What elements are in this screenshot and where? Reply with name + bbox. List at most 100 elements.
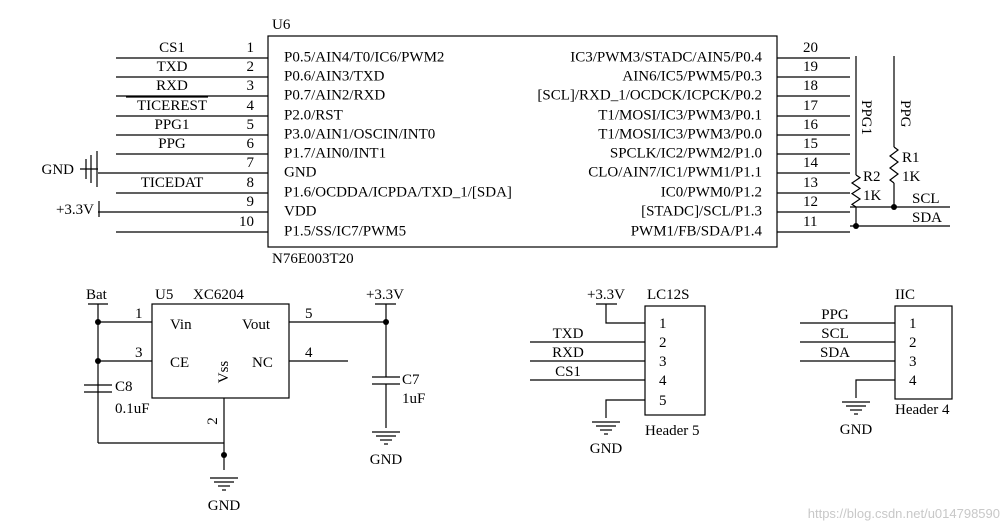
u6-pin-number: 11	[803, 214, 817, 230]
u6-pin-name: VDD	[284, 203, 317, 219]
u6-pin-number: 12	[803, 194, 818, 210]
u6-pin-name: [SCL]/RXD_1/OCDCK/ICPCK/P0.2	[537, 87, 762, 103]
c7-refdes: C7	[402, 372, 420, 388]
u5-part-name: XC6204	[193, 287, 244, 303]
iic-refdes: IIC	[895, 287, 915, 303]
u5-pin-vss: Vss	[216, 361, 232, 384]
u6-pin-name: P3.0/AIN1/OSCIN/INT0	[284, 126, 435, 142]
r1-refdes: R1	[902, 150, 920, 166]
ground-symbol	[842, 401, 870, 415]
net-label: CS1	[159, 40, 185, 56]
u5-pin-number: 5	[305, 306, 313, 322]
watermark-text: https://blog.csdn.net/u014798590	[808, 506, 1000, 521]
net-label: PPG	[158, 136, 186, 152]
net-label: RXD	[552, 345, 584, 361]
u6-pin-name: P1.5/SS/IC7/PWM5	[284, 223, 406, 239]
u5-pin-number: 2	[205, 417, 221, 425]
u6-pin-name: GND	[284, 164, 317, 180]
u6-pin-name: P2.0/RST	[284, 107, 343, 123]
net-label: RXD	[156, 78, 188, 94]
ground-symbol	[210, 477, 238, 491]
u6-part-name: N76E003T20	[272, 251, 354, 267]
gnd-label: GND	[208, 498, 241, 514]
sda-net-label: SDA	[912, 210, 942, 226]
lc12s-supply-label: +3.3V	[587, 287, 625, 303]
u5-pin-nc: NC	[252, 355, 273, 371]
u6-pin-number: 3	[247, 78, 255, 94]
c7-capacitor	[372, 376, 400, 385]
net-label: TICEREST	[137, 98, 207, 114]
u6-pin-number: 16	[803, 117, 819, 133]
r2-value: 1K	[863, 188, 882, 204]
u6-pin-number: 20	[803, 40, 818, 56]
r1-value: 1K	[902, 169, 921, 185]
u6-pin-number: 9	[247, 194, 255, 210]
u6-pin-name: T1/MOSI/IC3/PWM3/P0.1	[598, 107, 762, 123]
header-pin-number: 4	[659, 373, 667, 389]
u6-pin-number: 8	[247, 175, 255, 191]
lc12s-pin1-wire	[605, 304, 645, 324]
u6-pin-number: 1	[247, 40, 255, 56]
net-label: TXD	[157, 59, 188, 75]
resistor-zigzag	[850, 174, 862, 208]
u6-gnd-label: GND	[42, 162, 75, 178]
header-pin-number: 1	[909, 316, 917, 332]
net-label: PPG	[821, 307, 849, 323]
iic-header-body	[894, 305, 953, 400]
c7-value: 1uF	[402, 391, 425, 407]
u6-pin-number: 15	[803, 136, 818, 152]
gnd-label: GND	[840, 422, 873, 438]
r1-resistor	[889, 146, 899, 184]
u6-pin-name: CLO/AIN7/IC1/PWM1/P1.1	[588, 164, 762, 180]
scl-net-label: SCL	[912, 191, 940, 207]
r2-resistor	[850, 174, 862, 208]
header-pin-number: 4	[909, 373, 917, 389]
c8-value: 0.1uF	[115, 401, 150, 417]
iic-pin4-wire	[855, 379, 895, 398]
u5-pin-number: 1	[135, 306, 143, 322]
u5-pin-number: 3	[135, 345, 143, 361]
u6-body	[267, 35, 778, 248]
ground-symbol	[372, 431, 400, 445]
gnd-label: GND	[590, 441, 623, 457]
u6-pin-name: IC0/PWM0/P1.2	[661, 184, 762, 200]
u6-pin-number: 17	[803, 98, 819, 114]
u6-pin-number: 6	[247, 136, 255, 152]
u6-pin-name: [STADC]/SCL/P1.3	[641, 203, 762, 219]
u5-body	[151, 303, 290, 399]
junction-dot	[95, 319, 101, 325]
u6-pin-name: P0.6/AIN3/TXD	[284, 68, 385, 84]
junction-dot	[221, 452, 227, 458]
u6-pin-number: 5	[247, 117, 255, 133]
net-label: TICEDAT	[141, 175, 204, 191]
lc12s-header-body	[644, 305, 706, 416]
u6-pin-number: 19	[803, 59, 818, 75]
u6-pin-name: P1.6/OCDDA/ICPDA/TXD_1/[SDA]	[284, 184, 512, 200]
header-pin-number: 2	[659, 335, 667, 351]
c8-capacitor	[84, 384, 112, 393]
u6-pin-name: IC3/PWM3/STADC/AIN5/P0.4	[570, 49, 762, 65]
junction-dot	[383, 319, 389, 325]
header-pin-number: 5	[659, 393, 667, 409]
ppg1-net-label: PPG1	[858, 100, 874, 135]
resistor-zigzag	[889, 146, 899, 184]
lc12s-refdes: LC12S	[647, 287, 690, 303]
u6-pin-name: P1.7/AIN0/INT1	[284, 145, 386, 161]
lc12s-pin5-wire	[605, 399, 645, 418]
u5-pin-vin: Vin	[170, 317, 192, 333]
u6-pin-name: PWM1/FB/SDA/P1.4	[631, 223, 763, 239]
r2-refdes: R2	[863, 169, 881, 185]
u6-pin-number: 13	[803, 175, 818, 191]
u6-pin-name: SPCLK/IC2/PWM2/P1.0	[610, 145, 762, 161]
bat-net-label: Bat	[86, 287, 108, 303]
net-label: SDA	[820, 345, 850, 361]
u5-pin-vout: Vout	[242, 317, 271, 333]
c8-refdes: C8	[115, 379, 133, 395]
vout-net-label: +3.3V	[366, 287, 404, 303]
junction-dot	[95, 358, 101, 364]
net-label: PPG1	[154, 117, 189, 133]
u5-pin-number: 4	[305, 345, 313, 361]
ground-symbol	[592, 421, 620, 435]
u6-pin-number: 7	[247, 155, 255, 171]
